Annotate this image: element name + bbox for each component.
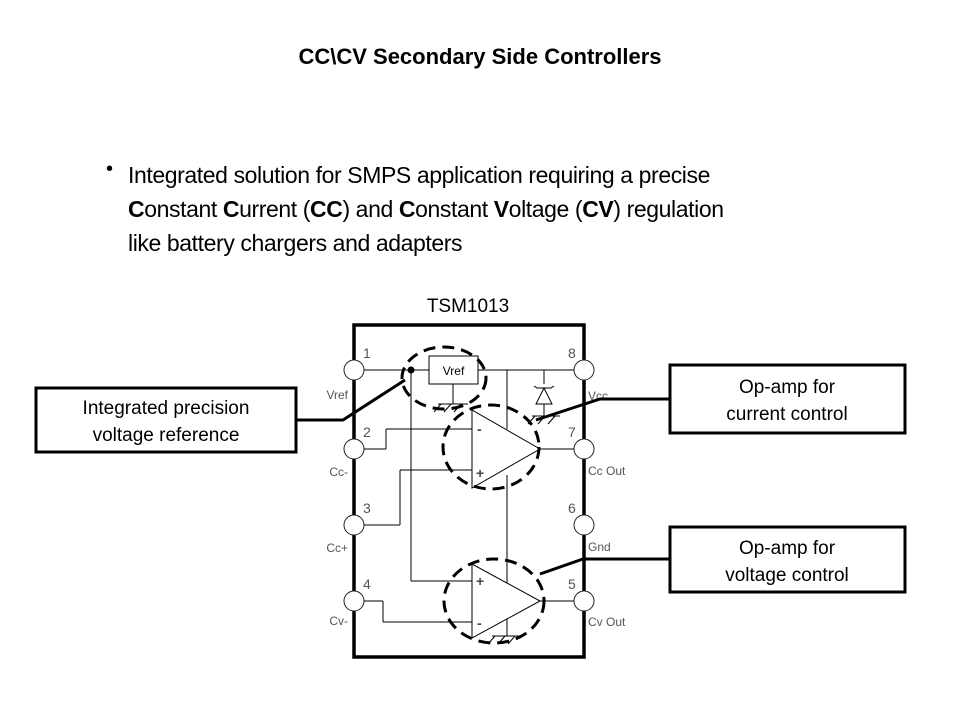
leader-cv	[539, 557, 670, 576]
bullet-line-1: Integrated solution for SMPS application…	[128, 162, 711, 188]
pin-6-label: Gnd	[588, 540, 611, 554]
pin-6-circle	[573, 514, 595, 536]
bold-emphasis: CV	[582, 196, 614, 222]
pin-2-circle	[343, 438, 365, 460]
highlight-opamp-cv	[442, 557, 546, 645]
highlight-vref	[400, 345, 488, 411]
pin-1-circle	[343, 359, 365, 381]
text-segment: onstant	[144, 196, 223, 222]
zener-diode-icon	[533, 385, 555, 405]
slide-title: CC\CV Secondary Side Controllers	[298, 44, 662, 69]
bold-emphasis: C	[398, 196, 416, 222]
pin-5-number: 5	[568, 576, 576, 592]
bullet-item: • Integrated solution for SMPS applicati…	[106, 158, 906, 260]
opamp-cv-triangle	[471, 563, 542, 639]
callout-vref-line2: voltage reference	[93, 425, 240, 446]
bullet-line-3: like battery chargers and adapters	[128, 230, 463, 256]
callout-cc-line1: Op-amp for	[739, 377, 836, 398]
pin-2-label: Cc-	[329, 465, 348, 479]
opamp-cc-triangle	[471, 409, 542, 489]
pin-5-circle	[573, 590, 595, 612]
text-segment: ) and	[342, 196, 399, 222]
pin-8-circle	[573, 359, 595, 381]
bullet-line-2: Constant Current (CC) and Constant Volta…	[128, 192, 906, 226]
highlight-opamp-cc	[441, 403, 541, 491]
pin-2-number: 2	[363, 424, 371, 440]
pins	[343, 359, 595, 612]
pin-4-label: Cv-	[329, 614, 348, 628]
pin-3-number: 3	[363, 500, 371, 516]
callout-cc-line2: current control	[726, 404, 847, 425]
callout-vref-box	[34, 386, 298, 454]
chip-outline	[352, 323, 586, 659]
callout-vref-line1: Integrated precision	[83, 398, 250, 419]
junction-dot	[407, 366, 415, 374]
text-segment: onstant	[415, 196, 494, 222]
bold-emphasis: V	[493, 196, 509, 222]
pin-4-number: 4	[363, 576, 371, 592]
pin-4-circle	[343, 590, 365, 612]
leader-vref	[296, 378, 406, 422]
callout-cv-box	[668, 525, 907, 594]
callout-leaders	[296, 378, 670, 576]
chip-name: TSM1013	[427, 296, 509, 317]
bullet-text: Integrated solution for SMPS application…	[128, 158, 906, 260]
callout-cc-box	[668, 363, 907, 435]
callout-cv-line1: Op-amp for	[739, 538, 836, 559]
pin-3-label: Cc+	[326, 541, 348, 555]
text-segment: ) regulation	[613, 196, 724, 222]
text-segment: urrent (	[239, 196, 311, 222]
pin-3-circle	[343, 514, 365, 536]
pin-1-label: Vref	[326, 388, 348, 402]
pin-5-label: Cv Out	[588, 615, 626, 629]
bold-emphasis: C	[128, 196, 145, 222]
pin-8-number: 8	[568, 345, 576, 361]
bold-emphasis: CC	[310, 196, 343, 222]
internal-wiring	[364, 369, 574, 636]
leader-cc	[535, 397, 670, 422]
pin-7-number: 7	[568, 424, 576, 440]
pin-7-circle	[573, 438, 595, 460]
callout-cv-line2: voltage control	[725, 565, 849, 586]
pin-1-number: 1	[363, 345, 371, 361]
pin-7-label: Cc Out	[588, 464, 626, 478]
text-segment: oltage (	[508, 196, 583, 222]
bullet-icon: •	[106, 158, 114, 180]
vref-block-label: Vref	[443, 364, 465, 378]
opamp-cv-inv-sign: -	[477, 615, 482, 631]
vref-block	[428, 355, 479, 385]
opamp-cc-noninv-sign: +	[476, 465, 484, 481]
pin-6-number: 6	[568, 500, 576, 516]
opamp-cc-inv-sign: -	[477, 421, 482, 437]
highlight-circles	[400, 345, 546, 645]
opamp-cv-noninv-sign: +	[476, 573, 484, 589]
bold-emphasis: C	[222, 196, 240, 222]
